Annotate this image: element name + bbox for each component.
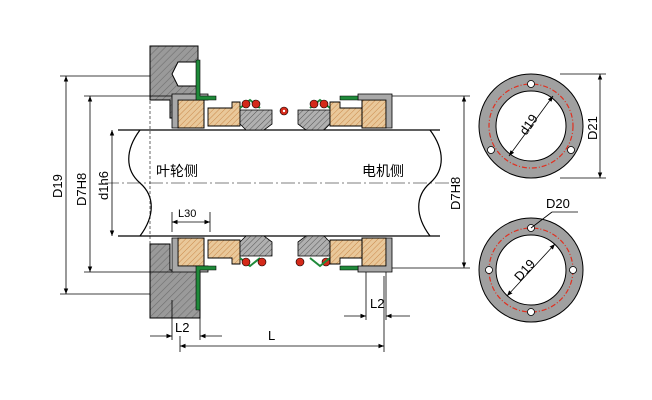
dimension-l30: L30 bbox=[171, 208, 211, 232]
l30-label: L30 bbox=[178, 208, 196, 220]
seal-assembly-bottom bbox=[171, 235, 393, 311]
bolt-hole-icon bbox=[527, 308, 535, 316]
d7h8-right-label: D7H8 bbox=[448, 177, 463, 210]
pump-housing bbox=[149, 45, 201, 319]
l2-right-label: L2 bbox=[370, 296, 384, 311]
dimension-l2-left: L2 bbox=[150, 300, 222, 340]
d7h8-left-label: D7H8 bbox=[74, 173, 89, 206]
bolt-hole-icon bbox=[485, 266, 493, 274]
dimension-d7h8-left: D7H8 bbox=[74, 95, 172, 273]
dimension-l2-right: L2 bbox=[344, 272, 410, 320]
flange-view-bottom: D19 D20 bbox=[478, 196, 584, 323]
impeller-side-label: 叶轮侧 bbox=[156, 164, 198, 180]
dimension-d19-left: D19 bbox=[50, 75, 150, 295]
flange-view-top: d19 D21 bbox=[478, 73, 606, 179]
dimension-d1h6: d1h6 bbox=[96, 130, 115, 236]
shaft bbox=[105, 129, 455, 237]
dimension-l: L bbox=[179, 276, 385, 352]
dimension-d7h8-right: D7H8 bbox=[392, 95, 470, 269]
d19-left-label: D19 bbox=[50, 174, 65, 198]
l-total-label: L bbox=[268, 328, 275, 343]
seal-assembly-top bbox=[171, 59, 393, 131]
flange-top-d21-label: D21 bbox=[585, 116, 600, 140]
d1h6-label: d1h6 bbox=[96, 171, 111, 200]
l2-left-label: L2 bbox=[175, 320, 189, 335]
flange-bottom-d20-label: D20 bbox=[546, 196, 570, 211]
bolt-hole-icon bbox=[527, 80, 535, 88]
bolt-hole-icon bbox=[569, 266, 577, 274]
bolt-hole-icon bbox=[487, 146, 495, 154]
motor-side-label: 电机侧 bbox=[362, 164, 404, 180]
bolt-hole-icon bbox=[567, 146, 575, 154]
